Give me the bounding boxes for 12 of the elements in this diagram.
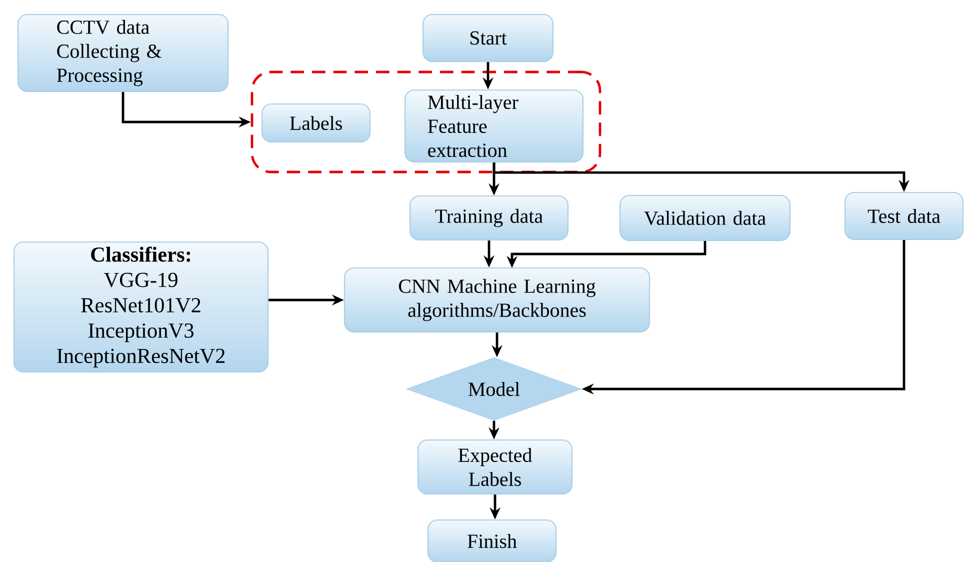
process-box: Start [422,14,554,62]
process-box: Labels [261,103,371,143]
process-box: Test data [844,192,964,240]
process-box: Validation data [619,194,791,242]
process-box: Finish [427,519,557,562]
process-box: Expected Labels [417,439,573,495]
process-box: Training data [409,195,569,241]
dashed-group-border [250,70,602,174]
process-box: Classifiers: VGG-19 ResNet101V2 InceptionV3 InceptionResNetV2 [13,241,269,373]
process-box: Multi-layer Feature extraction [404,89,584,163]
process-box: CCTV data Collecting & Processing [17,14,229,92]
process-box: CNN Machine Learning algorithms/Backbones [344,267,650,333]
